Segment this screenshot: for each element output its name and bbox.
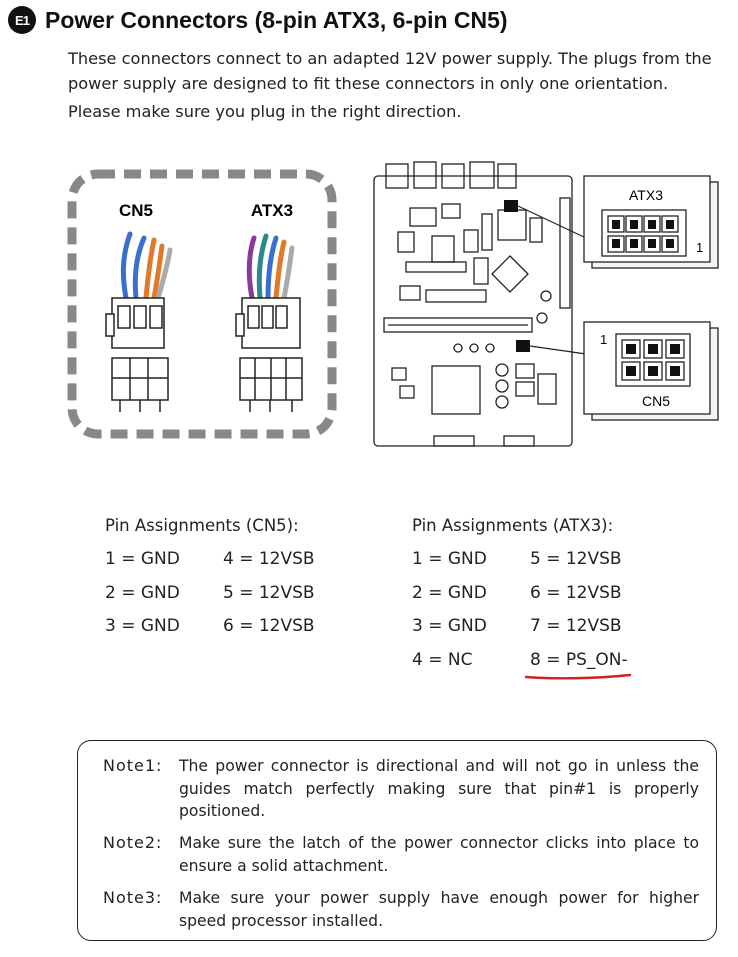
note-3-label: Note3: bbox=[103, 888, 163, 907]
atx3-pin-6: 6 = 12VSB bbox=[530, 583, 622, 603]
chipset bbox=[431, 365, 481, 415]
cn5-on-board bbox=[516, 340, 530, 352]
note-1: Note1: The power connector is directiona… bbox=[103, 755, 699, 823]
section-title: E1 Power Connectors (8-pin ATX3, 6-pin C… bbox=[8, 6, 508, 34]
note-3-text: Make sure your power supply have enough … bbox=[179, 889, 699, 930]
pci-slot bbox=[383, 317, 533, 333]
note-2-label: Note2: bbox=[103, 833, 163, 852]
intro-line-2: Please make sure you plug in the right d… bbox=[68, 102, 462, 121]
cn5-pin-2: 2 = GND bbox=[105, 583, 180, 603]
atx3-pin1-marker: 1 bbox=[696, 240, 703, 255]
board-outline bbox=[373, 175, 573, 447]
atx3-pin-heading: Pin Assignments (ATX3): bbox=[412, 516, 614, 535]
cn5-pin-6: 6 = 12VSB bbox=[223, 616, 315, 636]
cable-plugs-illustration: CN5 ATX3 bbox=[67, 169, 337, 439]
cn5-pin1-marker: 1 bbox=[600, 332, 607, 347]
notes-box: Note1: The power connector is directiona… bbox=[77, 740, 717, 941]
note-3: Note3: Make sure your power supply have … bbox=[103, 887, 699, 932]
note-2-text: Make sure the latch of the power connect… bbox=[179, 834, 699, 875]
cn5-plug-label: CN5 bbox=[119, 201, 153, 220]
atx3-pin-4: 4 = NC bbox=[412, 650, 473, 670]
section-badge: E1 bbox=[8, 6, 36, 34]
atx3-pin-2: 2 = GND bbox=[412, 583, 487, 603]
cn5-pin-4: 4 = 12VSB bbox=[223, 549, 315, 569]
atx3-pin-3: 3 = GND bbox=[412, 616, 487, 636]
atx3-pin-5: 5 = 12VSB bbox=[530, 549, 622, 569]
note-1-text: The power connector is directional and w… bbox=[179, 757, 699, 820]
ps-on-highlight bbox=[524, 673, 632, 680]
atx3-callout-label: ATX3 bbox=[629, 187, 663, 203]
atx3-plug bbox=[235, 297, 303, 412]
dashed-frame bbox=[67, 169, 337, 439]
atx3-plug-label: ATX3 bbox=[251, 201, 293, 220]
cn5-plug bbox=[105, 297, 169, 412]
note-1-label: Note1: bbox=[103, 756, 163, 775]
note-2: Note2: Make sure the latch of the power … bbox=[103, 832, 699, 877]
atx3-callout: ATX3 1 bbox=[583, 175, 719, 269]
atx3-pin-8: 8 = PS_ON- bbox=[530, 650, 628, 670]
cn5-wires bbox=[120, 231, 173, 301]
cn5-pin-5: 5 = 12VSB bbox=[223, 583, 315, 603]
page-title: Power Connectors (8-pin ATX3, 6-pin CN5) bbox=[45, 6, 508, 33]
cn5-pin-3: 3 = GND bbox=[105, 616, 180, 636]
atx3-pin-1: 1 = GND bbox=[412, 549, 487, 569]
atx3-on-board bbox=[504, 200, 518, 212]
cn5-callout: 1 CN5 bbox=[583, 321, 719, 421]
cn5-pin-1: 1 = GND bbox=[105, 549, 180, 569]
atx3-wires bbox=[246, 233, 295, 301]
cn5-pin-heading: Pin Assignments (CN5): bbox=[105, 516, 299, 535]
atx3-pin-7: 7 = 12VSB bbox=[530, 616, 622, 636]
intro-line-1: These connectors connect to an adapted 1… bbox=[68, 49, 712, 93]
motherboard-diagram: ATX3 1 1 CN5 bbox=[373, 161, 719, 447]
intro-text: These connectors connect to an adapted 1… bbox=[68, 46, 733, 124]
cn5-callout-label: CN5 bbox=[642, 393, 670, 409]
